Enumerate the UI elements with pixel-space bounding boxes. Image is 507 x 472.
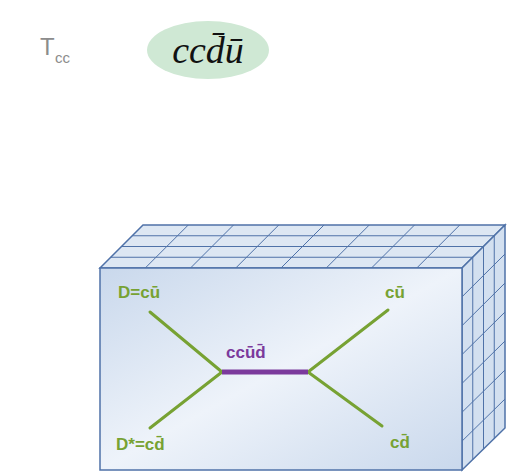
quark-label: cd̄ (390, 434, 410, 453)
cube-side (462, 225, 505, 470)
meson-label: D*=cd̄ (116, 436, 165, 455)
formula-ellipse: ccd̄ū (147, 21, 269, 79)
cube-front (100, 268, 462, 470)
title-subscript: cc (55, 50, 70, 67)
title-letter: T (40, 34, 55, 60)
meson-label: D=cū (118, 284, 160, 303)
quark-label: cū (385, 284, 405, 303)
cube-top (100, 225, 505, 268)
tetraquark-label: ccūd̄ (226, 344, 266, 363)
tetraquark-line (222, 370, 308, 375)
lattice-grid (111, 225, 505, 460)
formula-text: ccd̄ū (172, 28, 244, 72)
particle-lines (150, 310, 388, 428)
